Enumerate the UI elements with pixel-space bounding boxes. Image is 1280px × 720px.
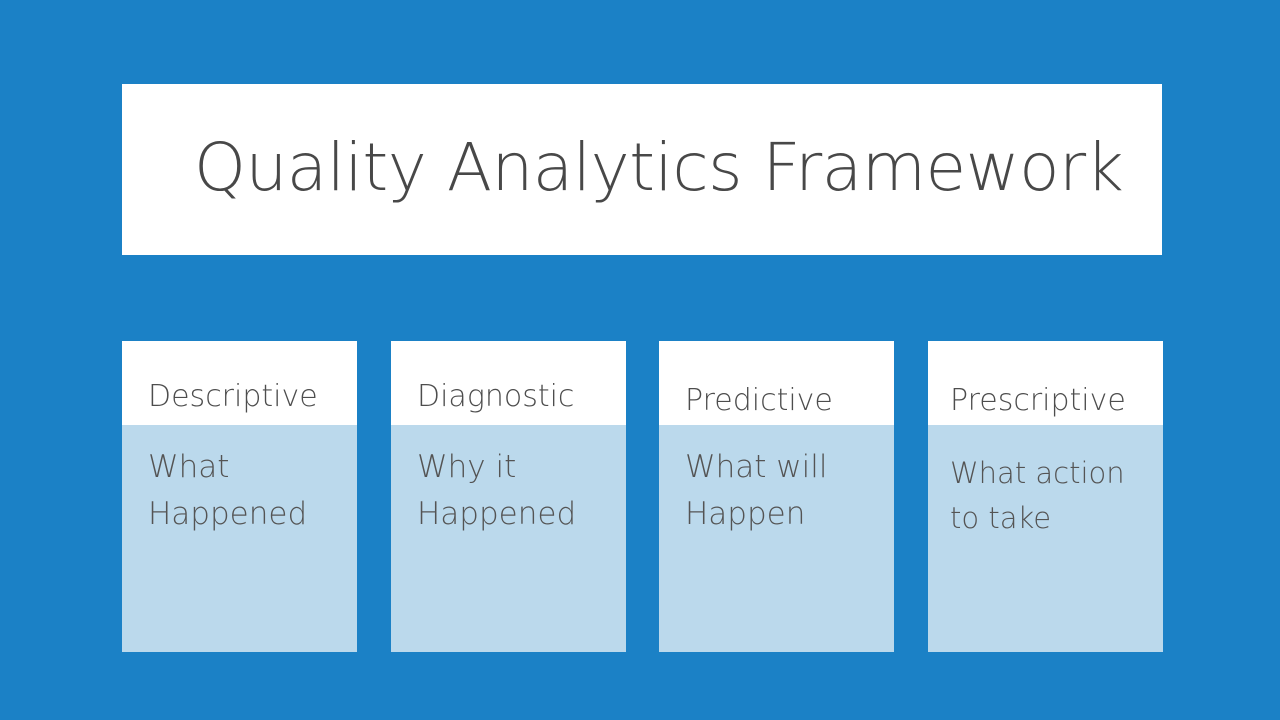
card-predictive-title: Predictive <box>685 383 833 418</box>
card-prescriptive-header: Prescriptive <box>928 341 1163 425</box>
card-prescriptive[interactable]: Prescriptive What action to take <box>928 341 1163 652</box>
card-descriptive[interactable]: Descriptive What Happened <box>122 341 357 652</box>
card-prescriptive-title: Prescriptive <box>950 383 1126 418</box>
card-predictive-body-line-1: What will <box>685 449 828 485</box>
card-descriptive-body-line-1: What <box>148 449 230 485</box>
card-diagnostic-body-line-2: Happened <box>417 496 577 532</box>
card-predictive-body-line-2: Happen <box>685 496 806 532</box>
card-diagnostic[interactable]: Diagnostic Why it Happened <box>391 341 626 652</box>
card-descriptive-title: Descriptive <box>148 379 318 414</box>
card-descriptive-body-line-2: Happened <box>148 496 308 532</box>
card-predictive-body: What will Happen <box>685 444 884 538</box>
card-prescriptive-body-line-2: to take <box>950 501 1052 535</box>
card-diagnostic-title: Diagnostic <box>417 379 575 414</box>
card-prescriptive-body-line-1: What action <box>950 456 1125 490</box>
card-prescriptive-body: What action to take <box>950 451 1153 541</box>
card-descriptive-header: Descriptive <box>122 341 357 425</box>
card-diagnostic-body-line-1: Why it <box>417 449 517 485</box>
analytics-card-row: Descriptive What Happened Diagnostic Why… <box>122 341 1163 652</box>
page-title: Quality Analytics Framework <box>194 128 1124 206</box>
title-banner: Quality Analytics Framework <box>122 84 1162 255</box>
card-descriptive-body: What Happened <box>148 444 347 538</box>
card-diagnostic-header: Diagnostic <box>391 341 626 425</box>
card-predictive[interactable]: Predictive What will Happen <box>659 341 894 652</box>
card-diagnostic-body: Why it Happened <box>417 444 616 538</box>
card-predictive-header: Predictive <box>659 341 894 425</box>
